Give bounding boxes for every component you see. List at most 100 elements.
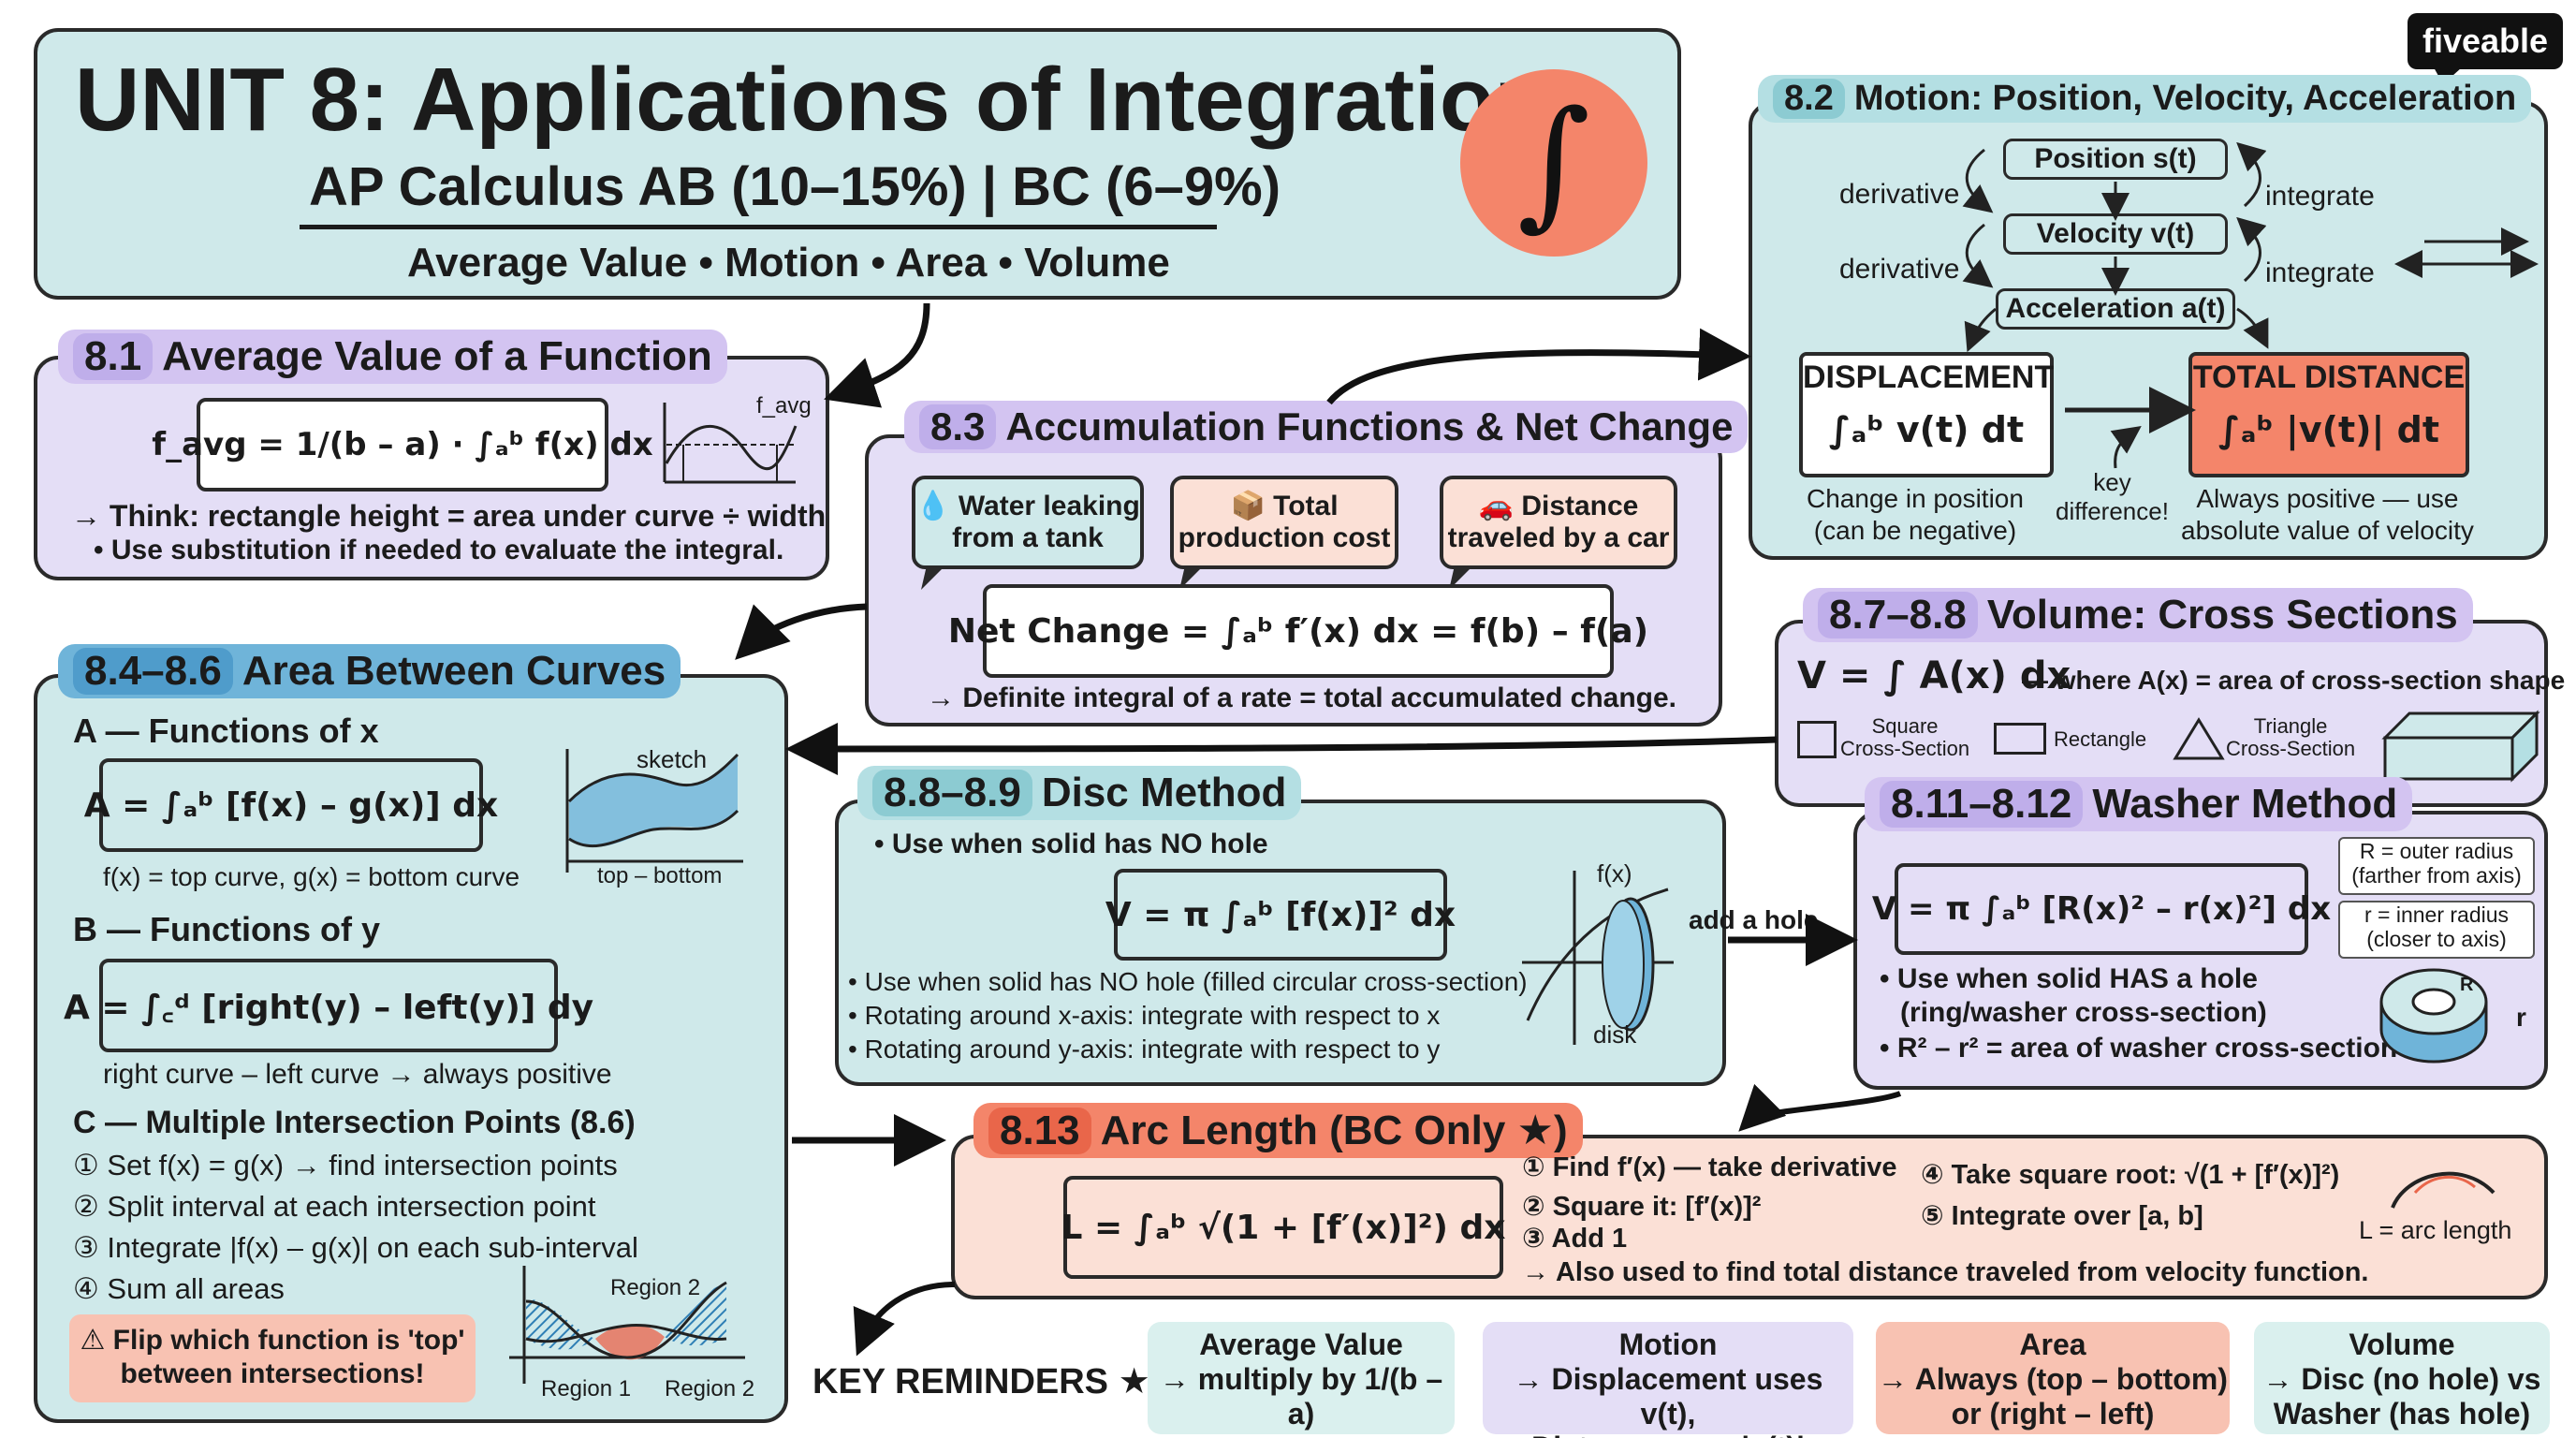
washer-R-label: R: [2460, 975, 2474, 995]
key-reminders-label: KEY REMINDERS ★: [812, 1362, 1150, 1401]
reminder-average-title: Average Value: [1199, 1328, 1403, 1361]
disc-label: disk: [1593, 1020, 1637, 1049]
section-8-3-title: Accumulation Functions & Net Change: [1005, 404, 1734, 448]
region-2-label-bottom: Region 2: [665, 1376, 755, 1401]
page-title: UNIT 8: Applications of Integration: [75, 50, 1550, 150]
region-2-label-top: Region 2: [610, 1275, 701, 1300]
reminder-motion: Motion → Displacement uses v(t), Distanc…: [1483, 1322, 1853, 1438]
reminder-average-body: → multiply by 1/(b – a): [1159, 1361, 1443, 1431]
net-change-formula: Net Change = ∫ₐᵇ f′(x) dx = f(b) – f(a): [948, 584, 1648, 678]
displacement-note: Change in position (can be negative): [1807, 484, 2024, 545]
area-step-3: ③ Integrate |f(x) – g(x)| on each sub-in…: [73, 1231, 638, 1264]
area-y-formula-text: A = ∫꜀ᵈ [right(y) – left(y)] dy: [63, 988, 594, 1027]
arc-step-1: ① Find f′(x) — take derivative: [1522, 1152, 1897, 1182]
top-bottom-label: top – bottom: [597, 863, 723, 888]
avg-value-formula-text: f_avg = 1/(b – a) · ∫ₐᵇ f(x) dx: [152, 426, 653, 463]
derivative-label-2: derivative: [1839, 254, 1960, 285]
area-step-2: ② Split interval at each intersection po…: [73, 1190, 596, 1223]
regions-graph: [509, 1266, 745, 1384]
cross-section-where: — where A(x) = area of cross-section sha…: [2022, 666, 2566, 695]
inner-radius-note: r = inner radius (closer to axis): [2338, 901, 2535, 959]
section-8-13-title: Arc Length (BC Only ★): [1100, 1108, 1568, 1153]
area-a-heading: A — Functions of x: [73, 712, 379, 750]
reminder-motion-title: Motion: [1618, 1328, 1718, 1361]
section-8-8-title: Disc Method: [1041, 770, 1287, 815]
avg-note-2: • Use substitution if needed to evaluate…: [94, 535, 784, 565]
motion-arrows: [1962, 141, 2539, 353]
section-8-3-number: 8.3: [919, 404, 997, 449]
reminder-area-title: Area: [2019, 1328, 2086, 1361]
section-8-2-title: Motion: Position, Velocity, Acceleration: [1853, 79, 2517, 118]
brand-logo: fiveable: [2408, 13, 2563, 69]
avg-graph-label: f_avg: [756, 393, 812, 418]
brand-text: fiveable: [2422, 22, 2549, 60]
add-hole-label: add a hole: [1689, 905, 1819, 934]
disc-formula: V = π ∫ₐᵇ [f(x)]² dx: [1105, 869, 1456, 961]
area-x-formula: A = ∫ₐᵇ [f(x) – g(x)] dx: [84, 758, 498, 852]
washer-formula: V = π ∫ₐᵇ [R(x)² – r(x)²] dx: [1872, 863, 2331, 955]
example-cost-text: 📦 Total production cost: [1178, 490, 1391, 554]
arc-step-5: ⑤ Integrate over [a, b]: [1921, 1201, 2203, 1231]
subtitle-underline: [300, 225, 1217, 229]
example-bubble-water: 💧 Water leaking from a tank: [912, 476, 1144, 569]
bubble-tails: [921, 565, 1473, 590]
area-sketch-graph: [565, 749, 743, 873]
position-label: Position s(t): [2034, 143, 2197, 174]
example-car-text: 🚗 Distance traveled by a car: [1447, 490, 1670, 554]
rectangle-label: Rectangle: [2054, 727, 2147, 751]
arc-note: → Also used to find total distance trave…: [1522, 1257, 2369, 1287]
acceleration-label: Acceleration a(t): [2005, 293, 2226, 324]
reminder-volume: Volume → Disc (no hole) vs Washer (has h…: [2254, 1322, 2550, 1434]
reminder-average-value: Average Value → multiply by 1/(b – a): [1148, 1322, 1455, 1434]
net-change-formula-text: Net Change = ∫ₐᵇ f′(x) dx = f(b) – f(a): [947, 611, 1649, 651]
arc-length-icon: [2391, 1171, 2496, 1209]
section-8-11-number: 8.11–8.12: [1880, 781, 2084, 828]
disc-diagram: [1522, 871, 1674, 1045]
net-change-note: → Definite integral of a rate = total ac…: [927, 682, 1677, 713]
section-8-4-number: 8.4–8.6: [73, 648, 233, 695]
cross-section-formula: V = ∫ A(x) dx: [1797, 654, 2071, 697]
area-step-1: ① Set f(x) = g(x) → find intersection po…: [73, 1149, 618, 1181]
avg-value-graph-icon: [663, 403, 798, 484]
example-bubble-car: 🚗 Distance traveled by a car: [1440, 476, 1677, 569]
integrate-label-2: integrate: [2265, 257, 2375, 288]
area-b-note: right curve – left curve → always positi…: [103, 1059, 612, 1090]
area-b-heading: B — Functions of y: [73, 910, 380, 948]
outer-radius-note: R = outer radius (farther from axis): [2338, 837, 2535, 895]
displacement-formula: ∫ₐᵇ v(t) dt: [1828, 409, 2025, 450]
page-topics: Average Value • Motion • Area • Volume: [407, 240, 1170, 286]
disc-use: • Use when solid has NO hole: [874, 829, 1268, 859]
solid-box-icon: [2381, 710, 2540, 783]
position-box: Position s(t): [2003, 139, 2228, 180]
arc-length-label: L = arc length: [2359, 1216, 2512, 1244]
section-8-1-number: 8.1: [73, 333, 154, 380]
area-y-formula: A = ∫꜀ᵈ [right(y) – left(y)] dy: [64, 959, 593, 1052]
page-subtitle: AP Calculus AB (10–15%) | BC (6–9%): [309, 156, 1281, 217]
integral-icon: ∫: [1516, 81, 1591, 244]
area-step-4: ④ Sum all areas: [73, 1272, 285, 1305]
disc-bullet-1: • Use when solid has NO hole (filled cir…: [848, 967, 1528, 996]
section-8-1-title: Average Value of a Function: [162, 333, 712, 379]
avg-value-formula: f_avg = 1/(b – a) · ∫ₐᵇ f(x) dx: [152, 398, 653, 492]
washer-bullet-3: • R² – r² = area of washer cross-section: [1880, 1033, 2398, 1064]
arc-step-3: ③ Add 1: [1522, 1224, 1628, 1254]
section-8-11-title: Washer Method: [2092, 781, 2398, 827]
area-c-heading: C — Multiple Intersection Points (8.6): [73, 1105, 636, 1140]
reminder-volume-title: Volume: [2349, 1328, 2455, 1361]
distance-note: Always positive — use absolute value of …: [2181, 484, 2474, 545]
section-8-13-number: 8.13: [988, 1108, 1091, 1154]
total-distance-formula: ∫ₐᵇ |v(t)| dt: [2217, 409, 2439, 450]
disc-formula-text: V = π ∫ₐᵇ [f(x)]² dx: [1105, 895, 1456, 934]
arc-length-formula: L = ∫ₐᵇ √(1 + [f′(x)]²) dx: [1061, 1176, 1506, 1279]
washer-r-label: r: [2516, 1003, 2526, 1032]
section-8-4-title: Area Between Curves: [242, 648, 666, 694]
example-water-text: 💧 Water leaking from a tank: [915, 490, 1140, 554]
section-8-8-number: 8.8–8.9: [872, 770, 1032, 816]
